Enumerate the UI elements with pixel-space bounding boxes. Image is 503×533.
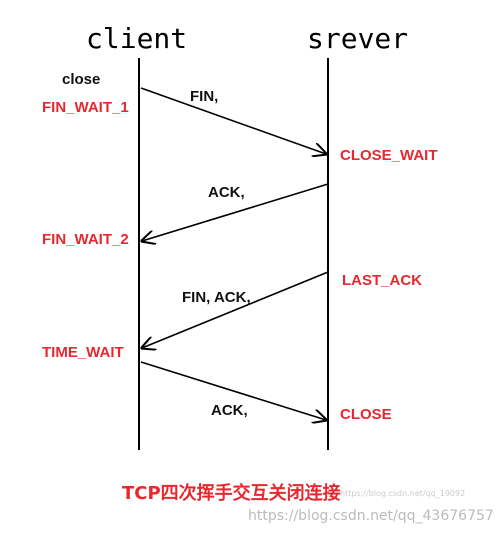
ack-arrow-2 xyxy=(140,361,326,420)
ack-label-2: ACK, xyxy=(211,402,248,419)
state-fin-wait-1: FIN_WAIT_1 xyxy=(42,99,129,116)
state-fin-wait-2: FIN_WAIT_2 xyxy=(42,231,129,248)
watermark: https://blog.csdn.net/qq_43676757 xyxy=(248,508,494,524)
fin-label: FIN, xyxy=(190,88,218,105)
state-last-ack: LAST_ACK xyxy=(342,272,422,289)
watermark-faint: https://blog.csdn.net/qq_19092 xyxy=(340,489,465,498)
fin-arrow xyxy=(140,87,326,154)
state-close: CLOSE xyxy=(340,406,392,423)
ack-label-1: ACK, xyxy=(208,184,245,201)
state-time-wait: TIME_WAIT xyxy=(42,344,124,361)
state-close-wait: CLOSE_WAIT xyxy=(340,147,438,164)
fin-ack-label: FIN, ACK, xyxy=(182,289,251,306)
diagram-caption: TCP四次挥手交互关闭连接 xyxy=(122,482,341,504)
fin-ack-arrow xyxy=(142,271,329,348)
client-header: client xyxy=(86,22,187,55)
server-header: srever xyxy=(307,22,408,55)
ack-arrow-1 xyxy=(142,183,329,241)
client-close-label: close xyxy=(62,71,100,88)
